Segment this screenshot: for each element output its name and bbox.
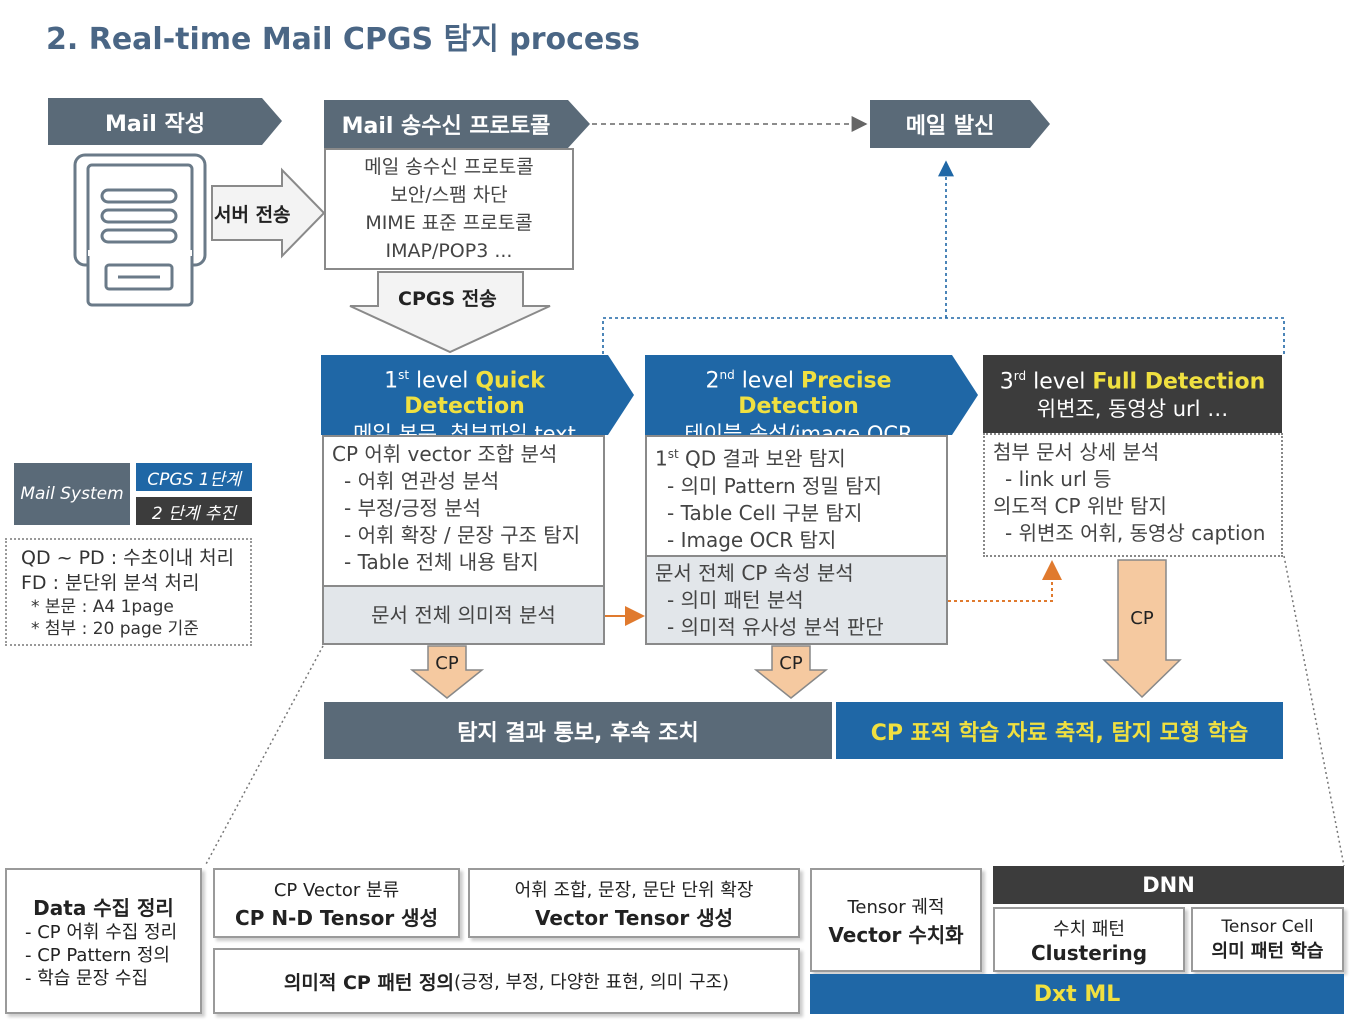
cp-arrow-label: CP bbox=[779, 653, 803, 674]
cp-arrow-label: CP bbox=[1130, 608, 1154, 629]
legend-stage2: 2 단계 추진 bbox=[136, 497, 252, 525]
cpgs-send-label: CPGS 전송 bbox=[398, 288, 497, 310]
tensor-cell-box: Tensor Cell 의미 패턴 학습 bbox=[1191, 907, 1344, 972]
mail-protocol-box: 메일 송수신 프로토콜 보안/스팸 차단 MIME 표준 프로토콜 IMAP/P… bbox=[324, 148, 574, 270]
level3-body: 첨부 문서 상세 분석 - link url 등 의도적 CP 위반 탐지 - … bbox=[983, 433, 1283, 557]
dxt-ml-bar: Dxt ML bbox=[810, 974, 1344, 1014]
dnn-bar: DNN bbox=[993, 866, 1344, 904]
zoom-line-left bbox=[204, 645, 324, 867]
mail-compose-label: Mail 작성 bbox=[105, 111, 205, 137]
semantic-pattern-box: 의미적 CP 패턴 정의 (긍정, 부정, 다양한 표현, 의미 구조) bbox=[213, 948, 800, 1014]
numeric-pattern-box: 수치 패턴 Clustering bbox=[993, 907, 1185, 972]
level1-body: CP 어휘 vector 조합 분석 - 어휘 연관성 분석 - 부정/긍정 분… bbox=[322, 435, 605, 587]
mail-send-label: 메일 발신 bbox=[905, 114, 995, 139]
level3-line: 의도적 CP 위반 탐지 bbox=[993, 494, 1167, 518]
page-title: 2. Real-time Mail CPGS 탐지 process bbox=[46, 22, 640, 57]
protocol-line: IMAP/POP3 ... bbox=[385, 240, 513, 262]
legend-mail-system: Mail System bbox=[14, 463, 130, 525]
level2-heading: 1st QD 결과 보완 탐지 bbox=[655, 446, 846, 471]
result-bar: 탐지 결과 통보, 후속 조치 bbox=[324, 702, 832, 759]
level1-item: - 어휘 연관성 분석 bbox=[344, 469, 500, 493]
level1-footer: 문서 전체 의미적 분석 bbox=[322, 585, 605, 645]
level3-header: 3rd level Full Detection 위변조, 동영상 url … bbox=[983, 355, 1282, 433]
legend-cpgs-stage1: CPGS 1단계 bbox=[136, 463, 252, 491]
level2-item: - Table Cell 구분 탐지 bbox=[667, 500, 863, 525]
tensor-rule-box: Tensor 궤적 Vector 수치화 bbox=[810, 868, 982, 972]
vocab-expand-box: 어휘 조합, 문장, 문단 단위 확장 Vector Tensor 생성 bbox=[468, 868, 800, 938]
level3-line: 첨부 문서 상세 분석 bbox=[993, 440, 1160, 464]
level1-item: - Table 전체 내용 탐지 bbox=[344, 550, 539, 574]
level2-footer: 문서 전체 CP 속성 분석 - 의미 패턴 분석 - 의미적 유사성 분석 판… bbox=[645, 555, 948, 645]
level1-item: - 부정/긍정 분석 bbox=[344, 496, 482, 520]
level2-item: - 의미 Pattern 정밀 탐지 bbox=[667, 473, 882, 498]
protocol-line: MIME 표준 프로토콜 bbox=[365, 212, 533, 234]
data-collect-box: Data 수집 정리 - CP 어휘 수집 정리 - CP Pattern 정의… bbox=[5, 868, 202, 1014]
level2-item: - Image OCR 탐지 bbox=[667, 527, 837, 552]
protocol-line: 메일 송수신 프로토콜 bbox=[364, 156, 534, 178]
protocol-line: 보안/스팸 차단 bbox=[390, 184, 508, 206]
level2-body: 1st QD 결과 보완 탐지 - 의미 Pattern 정밀 탐지 - Tab… bbox=[645, 435, 948, 557]
levels-to-send-connector bbox=[602, 317, 1285, 354]
level3-line: - 위변조 어휘, 동영상 caption bbox=[1005, 521, 1266, 545]
cp-arrow-label: CP bbox=[435, 653, 459, 674]
server-send-label: 서버 전송 bbox=[214, 204, 291, 226]
zoom-line-right bbox=[1283, 555, 1345, 867]
mail-protocol-label: Mail 송수신 프로토콜 bbox=[341, 114, 551, 139]
cp-vector-box: CP Vector 분류 CP N-D Tensor 생성 bbox=[213, 868, 460, 938]
learn-bar: CP 표적 학습 자료 축적, 탐지 모형 학습 bbox=[836, 702, 1283, 759]
level2-footer-item: - 의미 패턴 분석 bbox=[667, 588, 804, 612]
level3-line: - link url 등 bbox=[1005, 467, 1112, 491]
document-icon bbox=[73, 153, 207, 307]
level2-footer-item: - 의미적 유사성 분석 판단 bbox=[667, 615, 884, 639]
level2-to-level3-connector bbox=[948, 560, 1062, 602]
level1-item: - 어휘 확장 / 문장 구조 탐지 bbox=[344, 523, 581, 547]
legend-notes: QD ~ PD : 수초이내 처리 FD : 분단위 분석 처리 * 본문 : … bbox=[5, 538, 252, 646]
